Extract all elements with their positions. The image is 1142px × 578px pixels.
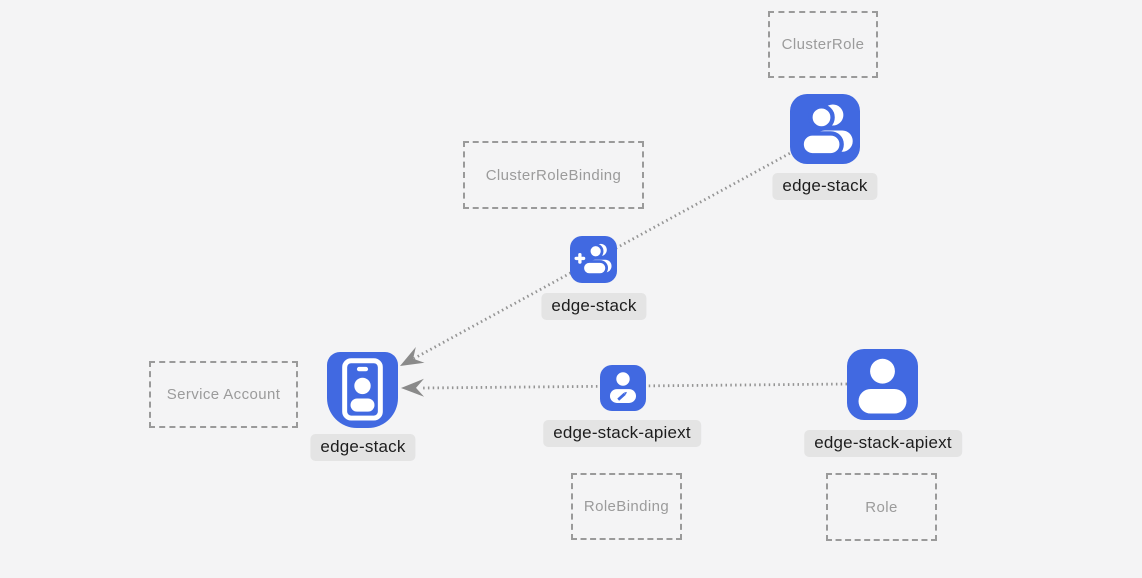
type-box-role-binding: RoleBinding [571, 473, 682, 540]
type-box-role-label: Role [865, 498, 898, 516]
node-role[interactable] [847, 349, 918, 420]
type-box-role: Role [826, 473, 937, 541]
type-box-cluster-role: ClusterRole [768, 11, 878, 78]
node-role-binding-label: edge-stack-apiext [543, 420, 701, 447]
type-box-cluster-role-label: ClusterRole [781, 36, 865, 53]
user-plus-icon [574, 243, 612, 276]
user-edit-icon [609, 372, 637, 403]
node-cluster-role[interactable] [790, 94, 860, 164]
node-service-account-label: edge-stack [310, 434, 416, 461]
node-role-label: edge-stack-apiext [804, 430, 962, 457]
type-box-service-account-label: Service Account [166, 386, 281, 403]
type-box-service-account: Service Account [149, 361, 298, 428]
arrowhead-diagonal [400, 347, 425, 366]
node-role-binding[interactable] [600, 365, 646, 411]
node-cluster-role-binding-label: edge-stack [541, 293, 647, 320]
arrowhead-horizontal [401, 378, 425, 397]
type-box-cluster-role-binding-label: ClusterRoleBinding [485, 166, 622, 184]
type-box-role-binding-label: RoleBinding [583, 498, 670, 515]
node-service-account[interactable] [327, 352, 398, 428]
type-box-cluster-role-binding: ClusterRoleBinding [463, 141, 644, 209]
node-cluster-role-label: edge-stack [772, 173, 878, 200]
users-icon [799, 104, 853, 158]
id-badge-icon [342, 358, 383, 421]
user-icon [858, 358, 907, 414]
node-cluster-role-binding[interactable] [570, 236, 617, 283]
